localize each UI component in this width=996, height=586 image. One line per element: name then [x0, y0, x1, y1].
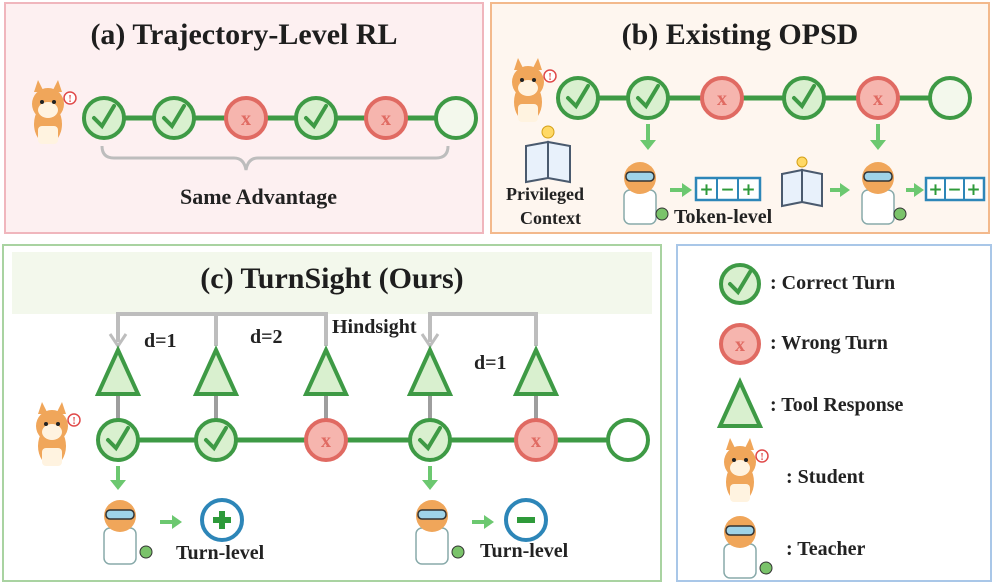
svg-text:+: +: [928, 180, 942, 200]
correct-node-icon: [556, 76, 600, 120]
empty-node-icon: [606, 418, 650, 462]
tool-response-icon: [302, 345, 350, 396]
legend-student-label: : Student: [786, 466, 865, 488]
privileged-label: Privileged: [506, 184, 584, 204]
legend-tool-label: : Tool Response: [770, 394, 904, 416]
correct-node-icon: [82, 96, 126, 140]
d1-right-label: d=1: [474, 352, 507, 374]
wrong-node-icon: x: [856, 76, 900, 120]
correct-node-icon: [152, 96, 196, 140]
wrong-node-icon: x: [364, 96, 408, 140]
correct-node-icon: [294, 96, 338, 140]
wrong-node-icon: x: [224, 96, 268, 140]
student-icon: !: [32, 80, 77, 144]
student-icon: !: [724, 438, 769, 502]
legend-wrong-label: : Wrong Turn: [770, 332, 888, 354]
down-arrow-icon: [640, 124, 656, 150]
svg-text:x: x: [241, 108, 251, 130]
token-signs-box: + − +: [924, 176, 986, 202]
svg-text:+: +: [966, 180, 980, 200]
panel-c-title: (c) TurnSight (Ours): [200, 262, 464, 295]
svg-text:−: −: [947, 180, 961, 200]
svg-text:!: !: [548, 72, 551, 83]
wrong-node-icon: x: [304, 418, 348, 462]
token-signs-box: + − +: [694, 176, 762, 202]
panel-trajectory-level-rl: (a) Trajectory-Level RL ! x x Same Advan…: [4, 2, 484, 234]
legend-panel: x ! : Correct Turn : Wrong Turn : Tool R…: [676, 244, 992, 582]
turn-level-right-label: Turn-level: [480, 540, 569, 562]
brace: [100, 145, 450, 171]
turn-level-left-label: Turn-level: [176, 542, 265, 564]
svg-text:−: −: [720, 180, 734, 200]
down-arrow-icon: [110, 466, 126, 490]
svg-text:x: x: [321, 430, 331, 452]
correct-node-icon: [96, 418, 140, 462]
panel-c-diagram: ! x x: [36, 312, 650, 565]
correct-node-icon: [626, 76, 670, 120]
correct-node-icon: [194, 418, 238, 462]
wrong-node-icon: x: [700, 76, 744, 120]
tool-response-icon: [716, 377, 764, 428]
hindsight-bracket: [116, 312, 328, 346]
teacher-icon: [723, 516, 773, 579]
same-advantage-caption: Same Advantage: [180, 184, 338, 209]
tool-response-icon: [512, 345, 560, 396]
right-arrow-icon: [472, 515, 494, 529]
right-arrow-icon: [906, 183, 924, 197]
minus-circle-icon: [504, 498, 548, 542]
student-icon: !: [36, 402, 81, 466]
panel-a-diagram: ! x x: [32, 80, 478, 171]
plus-circle-icon: [200, 498, 244, 542]
tool-response-icon: [406, 345, 454, 396]
right-arrow-icon: [670, 183, 692, 197]
correct-turn-icon: [719, 263, 761, 305]
correct-node-icon: [782, 76, 826, 120]
correct-node-icon: [408, 418, 452, 462]
panel-b-diagram: ! x x + −: [512, 58, 986, 225]
hindsight-bracket: [428, 312, 538, 346]
token-level-label: Token-level: [674, 206, 773, 228]
wrong-node-icon: x: [514, 418, 558, 462]
svg-text:+: +: [699, 180, 713, 200]
svg-text:x: x: [531, 430, 541, 452]
legend-icons: x !: [716, 263, 773, 579]
svg-text:x: x: [717, 88, 727, 110]
legend-correct-label: : Correct Turn: [770, 272, 896, 294]
svg-text:!: !: [68, 94, 71, 105]
panel-a-title: (a) Trajectory-Level RL: [90, 18, 398, 51]
empty-node-icon: [928, 76, 972, 120]
down-arrow-icon: [870, 124, 886, 150]
teacher-icon: [623, 162, 669, 225]
right-arrow-icon: [160, 515, 182, 529]
down-arrow-icon: [422, 466, 438, 490]
svg-text:+: +: [741, 180, 755, 200]
panel-b-title: (b) Existing OPSD: [621, 18, 859, 51]
book-icon: [781, 156, 823, 208]
svg-text:x: x: [735, 334, 745, 356]
teacher-icon: [103, 500, 153, 565]
student-icon: !: [512, 58, 557, 122]
tool-response-icon: [192, 345, 240, 396]
panel-existing-opsd: (b) Existing OPSD ! x x: [490, 2, 990, 234]
d2-label: d=2: [250, 326, 283, 348]
svg-text:!: !: [760, 452, 763, 463]
svg-text:x: x: [381, 108, 391, 130]
teacher-icon: [861, 162, 907, 225]
svg-text:x: x: [873, 88, 883, 110]
tool-response-icon: [94, 345, 142, 396]
right-arrow-icon: [830, 183, 850, 197]
book-icon: [525, 125, 571, 184]
context-label: Context: [520, 208, 581, 228]
wrong-turn-icon: x: [719, 323, 761, 365]
hindsight-label: Hindsight: [332, 316, 417, 338]
svg-text:!: !: [72, 416, 75, 427]
panel-turnsight: (c) TurnSight (Ours) !: [2, 244, 662, 582]
empty-node-icon: [434, 96, 478, 140]
legend-teacher-label: : Teacher: [786, 538, 866, 560]
teacher-icon: [415, 500, 465, 565]
d1-left-label: d=1: [144, 330, 177, 352]
